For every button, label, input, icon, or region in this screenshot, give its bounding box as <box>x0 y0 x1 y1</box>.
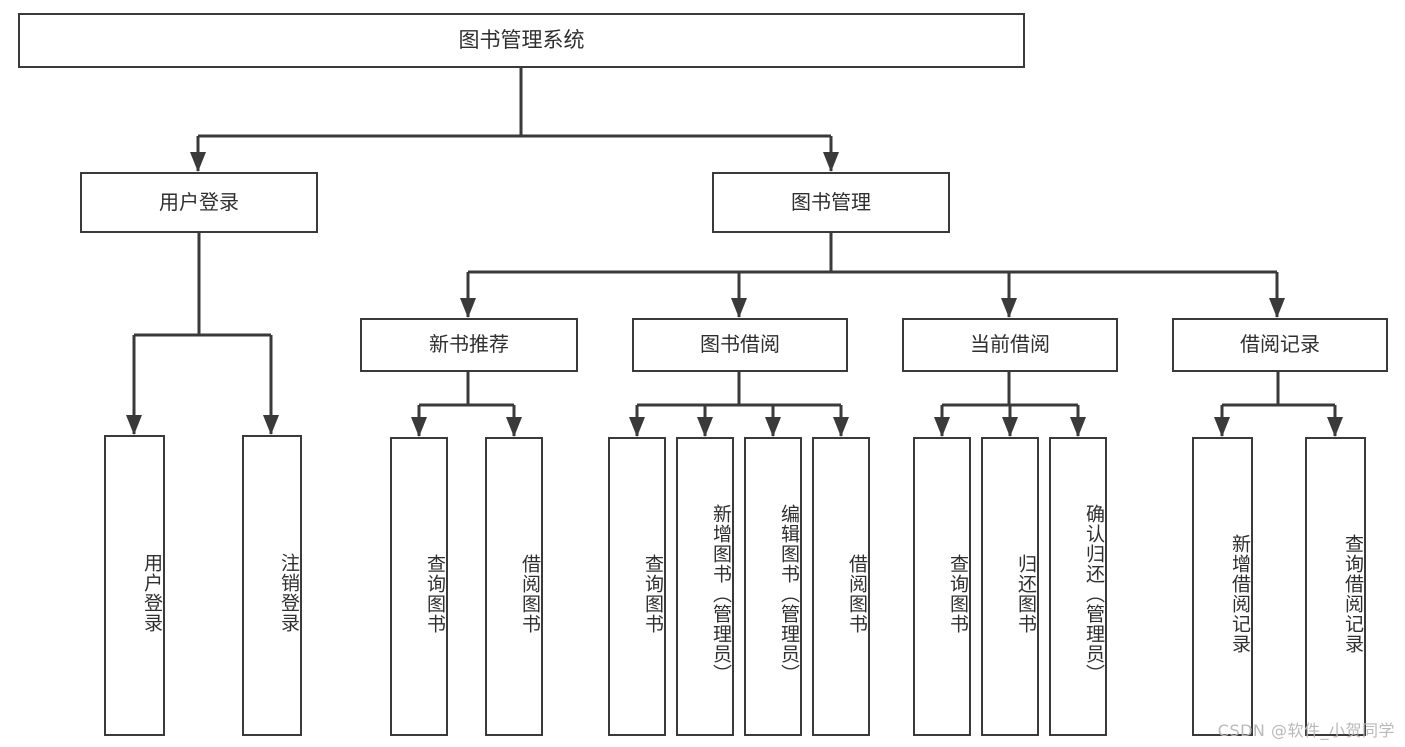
node-leaf-rec-borrow[interactable]: 借阅图书 <box>485 437 543 736</box>
node-leaf-rec-query[interactable]: 查询图书 <box>390 437 448 736</box>
node-label: 查询图书 <box>424 553 446 634</box>
node-new-book-rec[interactable]: 新书推荐 <box>360 318 578 372</box>
node-label: 查询图书 <box>947 553 969 634</box>
arrowhead-book-to-record <box>1269 298 1285 318</box>
node-label: 用户登录 <box>159 189 239 214</box>
node-leaf-cb-return[interactable]: 归还图书 <box>981 437 1039 736</box>
arrowhead-bb-to-borrow <box>833 417 849 437</box>
node-leaf-bb-borrow[interactable]: 借阅图书 <box>812 437 870 736</box>
node-leaf-user-logout[interactable]: 注销登录 <box>242 435 302 736</box>
arrowhead-cb-to-confirm <box>1070 417 1086 437</box>
arrowhead-cb-to-query <box>934 417 950 437</box>
node-label: 借阅记录 <box>1240 332 1320 357</box>
node-leaf-br-add[interactable]: 新增借阅记录 <box>1192 437 1253 736</box>
arrowhead-bb-to-add <box>697 417 713 437</box>
node-label: 借阅图书 <box>846 553 868 634</box>
arrowhead-book-to-rec <box>460 298 476 318</box>
arrowhead-root-to-book <box>823 152 839 172</box>
node-label: 借阅图书 <box>519 553 541 634</box>
node-label: 新书推荐 <box>429 332 509 357</box>
node-leaf-bb-edit[interactable]: 编辑图书（管理员） <box>744 437 802 736</box>
arrowhead-br-to-query <box>1327 417 1343 437</box>
arrowhead-rec-to-query <box>411 417 427 437</box>
node-label: 确认归还（管理员） <box>1083 503 1105 684</box>
node-leaf-bb-query[interactable]: 查询图书 <box>608 437 666 736</box>
node-leaf-br-query[interactable]: 查询借阅记录 <box>1305 437 1366 736</box>
arrowhead-book-to-borrow <box>731 298 747 318</box>
arrowhead-rec-to-borrow <box>506 417 522 437</box>
arrowhead-user-to-login <box>126 415 142 435</box>
arrowhead-bb-to-edit <box>765 417 781 437</box>
node-leaf-user-login[interactable]: 用户登录 <box>104 435 165 736</box>
node-user-login[interactable]: 用户登录 <box>80 172 318 233</box>
arrowhead-book-to-current <box>1001 298 1017 318</box>
node-book-borrow[interactable]: 图书借阅 <box>632 318 848 372</box>
node-leaf-cb-confirm[interactable]: 确认归还（管理员） <box>1049 437 1107 736</box>
node-leaf-cb-query[interactable]: 查询图书 <box>913 437 971 736</box>
node-label: 当前借阅 <box>970 332 1050 357</box>
node-label: 编辑图书（管理员） <box>778 503 800 684</box>
csdn-watermark: CSDN @软件_小贺同学 <box>1217 721 1395 740</box>
arrowhead-user-to-logout <box>263 415 279 435</box>
node-label: 查询借阅记录 <box>1342 533 1364 654</box>
arrowhead-br-to-add <box>1214 417 1230 437</box>
node-label: 注销登录 <box>278 552 300 633</box>
node-label: 图书管理 <box>791 189 871 214</box>
node-label: 图书管理系统 <box>458 28 585 53</box>
node-label: 查询图书 <box>642 553 664 634</box>
node-current-borrow[interactable]: 当前借阅 <box>902 318 1118 372</box>
node-label: 用户登录 <box>141 552 163 633</box>
node-leaf-bb-add[interactable]: 新增图书（管理员） <box>676 437 734 736</box>
arrowhead-bb-to-query <box>629 417 645 437</box>
arrowhead-cb-to-return <box>1002 417 1018 437</box>
node-label: 图书借阅 <box>700 332 780 357</box>
node-borrow-record[interactable]: 借阅记录 <box>1172 318 1388 372</box>
node-label: 归还图书 <box>1015 553 1037 634</box>
node-book-manage[interactable]: 图书管理 <box>712 172 950 233</box>
node-label: 新增借阅记录 <box>1229 533 1251 654</box>
node-root[interactable]: 图书管理系统 <box>18 13 1025 68</box>
node-label: 新增图书（管理员） <box>710 503 732 684</box>
arrowhead-root-to-user <box>190 152 206 172</box>
